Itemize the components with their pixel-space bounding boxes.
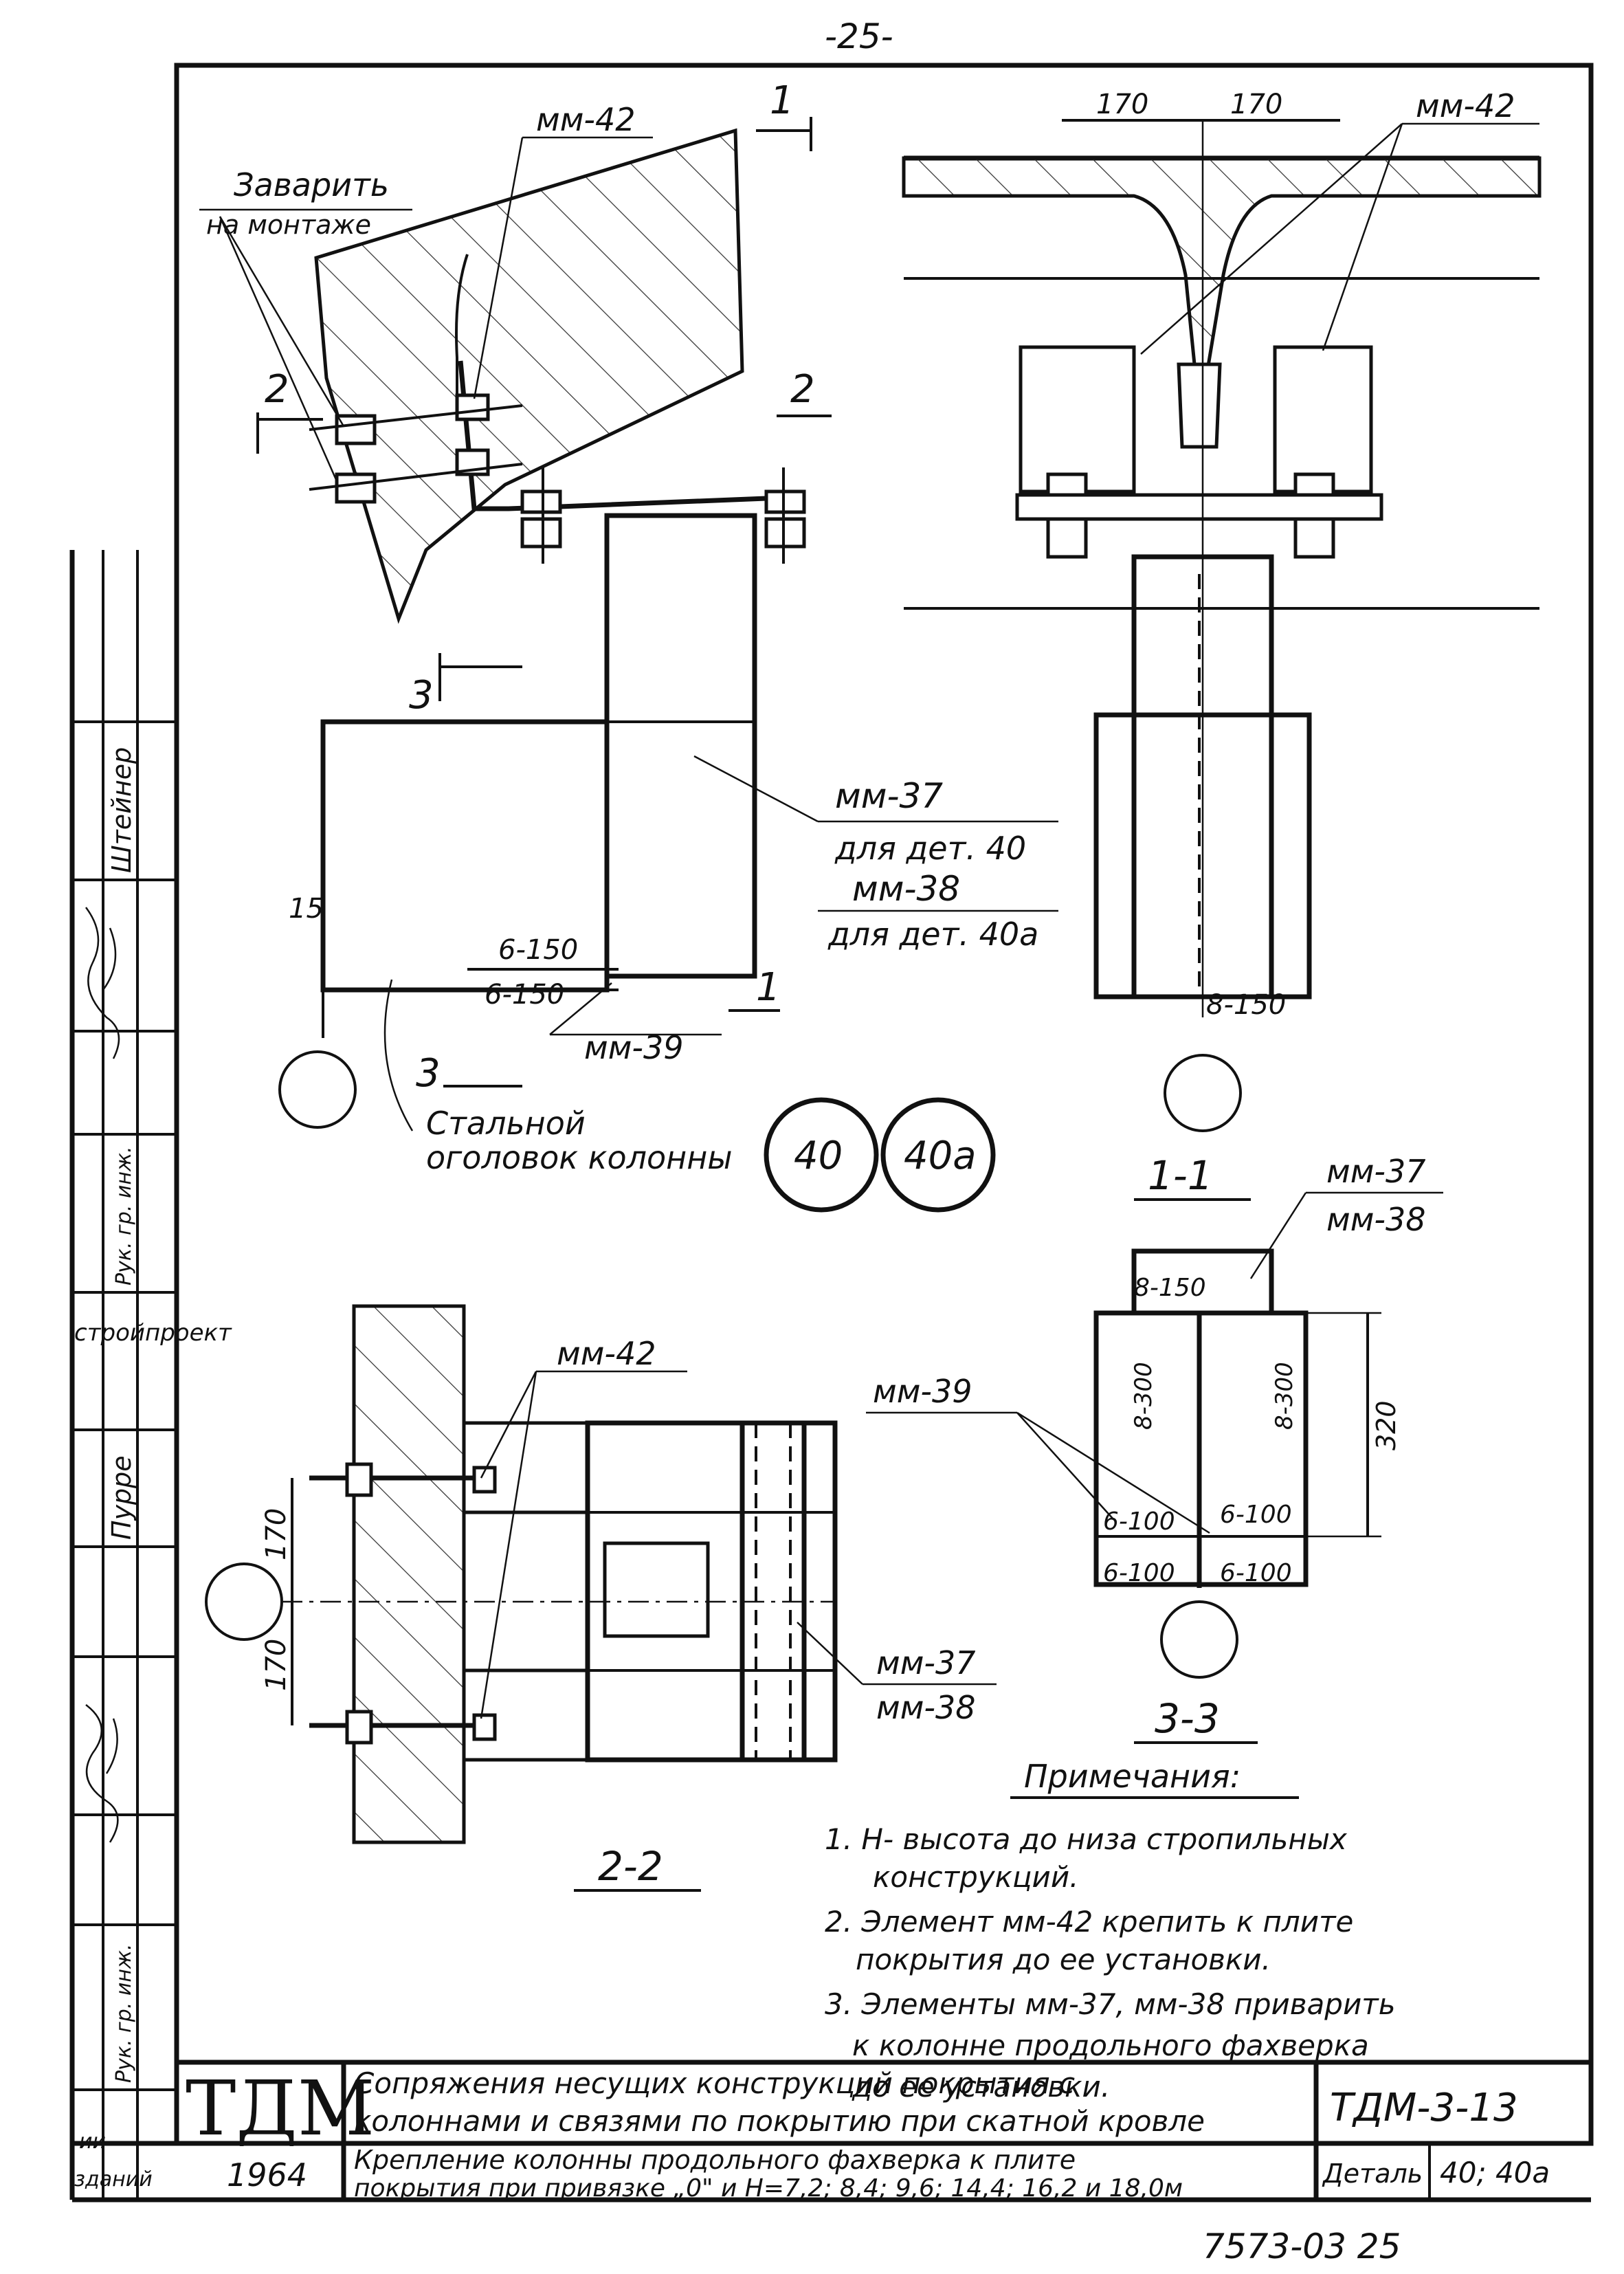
cut-mark-3-bottom: 3 [416,1051,441,1096]
label-mm42-section22: мм-42 [557,1335,656,1372]
page-number: -25- [825,16,893,56]
stamp-role-1: Рук. гр. инж. [112,1146,136,1285]
notes-heading: Примечания: [1024,1758,1241,1795]
section-title-3-3: 3-3 [1155,1695,1220,1742]
axis-circle-1-1 [1164,1054,1242,1132]
weld-6-150-bottom: 6-150 [485,979,564,1011]
weld-6-100-top-left: 6-100 [1103,1508,1175,1536]
stamp-role-2: Рук. гр. инж. [112,1943,136,2083]
label-mm38-elevation: мм-38 [852,869,960,909]
detail-label: Деталь [1322,2159,1423,2189]
axis-circle-elevation [278,1050,357,1129]
stamp-buildings: зданий [74,2167,153,2192]
section-title-1-1: 1-1 [1148,1152,1213,1199]
subtitle-line1: Крепление колонны продольного фахверка к… [354,2145,1076,2175]
slab-rib [902,156,1542,413]
dim-170-upper: 170 [260,1508,292,1560]
bolt-group-plate [520,467,806,564]
title-block: ТДМ 1964 Сопряжения несущих конструкций … [72,2060,1591,2203]
stamp-name-2: Пурре [107,1455,137,1540]
column-head [604,513,757,979]
section-1-1: 170 170 мм-42 8-150 1-1 [902,87,1542,1201]
elevation-view: 1 2 2 3 3 1 Заварить на монтаже мм-42 мм… [199,78,1058,1213]
base-plate-1-1 [1015,493,1383,521]
footer-code: 7573-03 25 [1203,2227,1401,2266]
section-2-2: 170 170 мм-42 мм-37 мм-38 2-2 [205,1304,997,1892]
label-mm38-section33: мм-38 [1326,1201,1426,1238]
label-mm42-section11: мм-42 [1416,87,1515,124]
cut-mark-1-top: 1 [770,78,794,123]
subtitle-line2: покрытия при привязке „0" и Н=7,2; 8,4; … [354,2174,1183,2203]
note-2b: покрытия до ее установки. [856,1943,1271,1976]
mm42-left-plate [1019,345,1136,494]
label-mm37-elevation: мм-37 [835,776,943,816]
detail-marker-40a-text: 40a [904,1134,977,1178]
detail-marker-40-text: 40 [794,1134,843,1178]
stamp-name-1: Штейнер [107,747,137,873]
detail-marker-40 [764,1097,879,1213]
cut-mark-2-right: 2 [790,367,815,412]
cut-mark-1-bottom: 1 [756,965,781,1010]
section-title-2-2: 2-2 [598,1843,663,1890]
label-mm37-section33: мм-37 [1326,1153,1426,1190]
label-mm42-elevation: мм-42 [536,101,636,138]
label-steel-head-1: Стальной [426,1105,586,1142]
label-steel-head-2: оголовок колонны [426,1139,733,1176]
detail-marker-40a [880,1097,996,1213]
bolt-group-left [309,393,523,504]
note-3a: 3. Элементы мм-37, мм-38 приварить [825,1987,1395,2021]
drawing-code: ТДМ-3-13 [1330,2086,1518,2130]
mm37-flange [739,1420,807,1763]
label-for-det40: для дет. 40 [834,830,1026,867]
weld-6-100-top-right: 6-100 [1220,1501,1292,1529]
cut-mark-3-top: 3 [409,673,434,718]
year: 1964 [227,2156,307,2194]
dim-15: 15 [289,893,324,925]
weld-6-100-bottom-left: 6-100 [1103,1559,1175,1587]
mm42-angle [458,360,767,511]
dim-170-right-top: 170 [1230,89,1282,120]
logo: ТДМ [186,2064,375,2152]
signature-1 [85,907,120,1059]
stamp-org: стройпроект [74,1319,232,1347]
axis-circle-2-2 [205,1563,283,1641]
label-mm39-section33: мм-39 [873,1373,972,1410]
column-plan [585,1420,838,1763]
slab-section22 [352,1304,466,1844]
detail-value: 40; 40а [1440,2156,1550,2189]
weld-note-line1: Заварить [234,166,389,203]
note-3b: к колонне продольного фахверка [852,2029,1369,2062]
weld-8-300-left: 8-300 [1130,1362,1157,1430]
title-line2: колоннами и связями по покрытию при скат… [354,2104,1205,2138]
note-1a: 1. Н- высота до низа стропильных [825,1822,1348,1856]
axis-circle-3-3 [1160,1600,1238,1679]
cut-mark-2-left: 2 [265,367,289,412]
weld-6-100-bottom-right: 6-100 [1220,1559,1292,1587]
note-2a: 2. Элемент мм-42 крепить к плите [825,1905,1353,1939]
label-mm37-section22: мм-37 [876,1644,976,1681]
label-mm38-section22: мм-38 [876,1689,976,1726]
mm42-right-plate [1273,345,1373,494]
weld-6-150-top: 6-150 [498,934,578,966]
section-3-3: мм-37 мм-38 8-150 8-300 8-300 6-100 6-10… [866,1153,1443,1744]
inner-tube [603,1541,710,1638]
weld-8-150-section11: 8-150 [1206,989,1286,1021]
weld-8-300-right: 8-300 [1271,1362,1298,1430]
weld-note-line2: на монтаже [206,210,371,240]
dim-170-left-top: 170 [1096,89,1148,120]
dim-320: 320 [1371,1400,1401,1450]
weld-8-150-section33: 8-150 [1134,1274,1206,1302]
dim-170-lower: 170 [260,1639,292,1691]
signature-2 [85,1704,119,1843]
side-stamp: Штейнер Пурре Рук. гр. инж. Рук. гр. инж… [69,550,232,2203]
note-1b: конструкций. [873,1860,1079,1894]
label-for-det40a: для дет. 40а [827,916,1038,953]
title-line1: Сопряжения несущих конструкций покрытия … [354,2066,1075,2100]
notes: Примечания: 1. Н- высота до низа стропил… [825,1758,1395,2104]
note-3c: до ее установки. [852,2070,1110,2104]
